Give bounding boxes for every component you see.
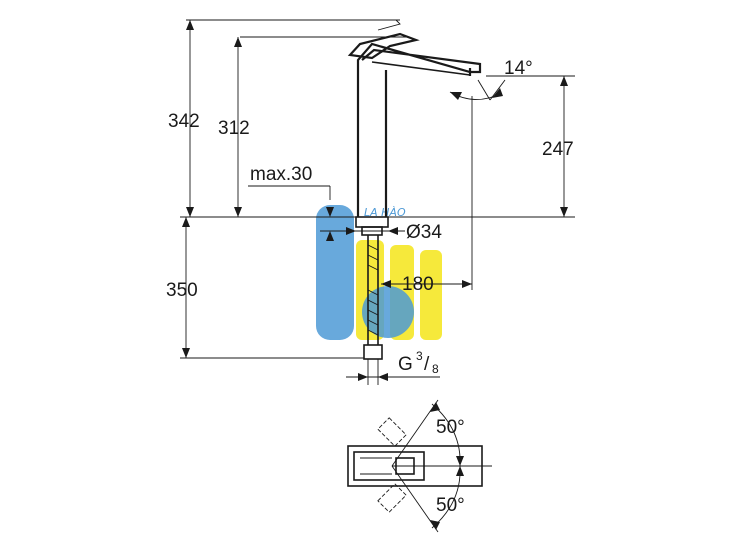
label-14deg: 14°: [504, 58, 533, 79]
label-d34: Ø34: [406, 222, 442, 243]
dim-total-height: 342: [168, 20, 200, 217]
dim-hole-diameter: Ø34: [335, 222, 442, 243]
label-max30: max.30: [250, 164, 312, 185]
label-thread-den: 8: [432, 362, 439, 376]
label-247: 247: [542, 139, 574, 160]
label-50deg-bottom: 50°: [436, 495, 465, 516]
label-180: 180: [402, 274, 434, 295]
watermark-blue-bar: [316, 205, 354, 340]
faucet-body: [186, 19, 482, 217]
dim-under-deck: 350: [166, 217, 364, 359]
label-50deg-top: 50°: [436, 417, 465, 438]
label-312: 312: [218, 118, 250, 139]
label-342: 342: [168, 111, 200, 132]
faucet-handle: [347, 32, 420, 60]
label-thread-num: 3: [416, 349, 423, 363]
label-thread-slash: /: [424, 354, 430, 375]
watermark-blue-circle: [362, 286, 414, 338]
dim-max-deck: max.30: [248, 164, 356, 241]
label-thread-g: G: [398, 354, 413, 375]
under-deck-assembly: [355, 216, 389, 385]
dim-reach: 180: [381, 96, 473, 295]
label-350: 350: [166, 280, 198, 301]
watermark-yellow-bar-3: [420, 250, 442, 340]
top-view: 50° 50°: [347, 399, 492, 533]
dim-outlet-height: 247: [486, 75, 575, 217]
dim-spout-angle: 14°: [449, 58, 533, 101]
dim-thread: G 3 / 8: [346, 349, 440, 381]
dim-spout-height: 312: [218, 37, 250, 217]
